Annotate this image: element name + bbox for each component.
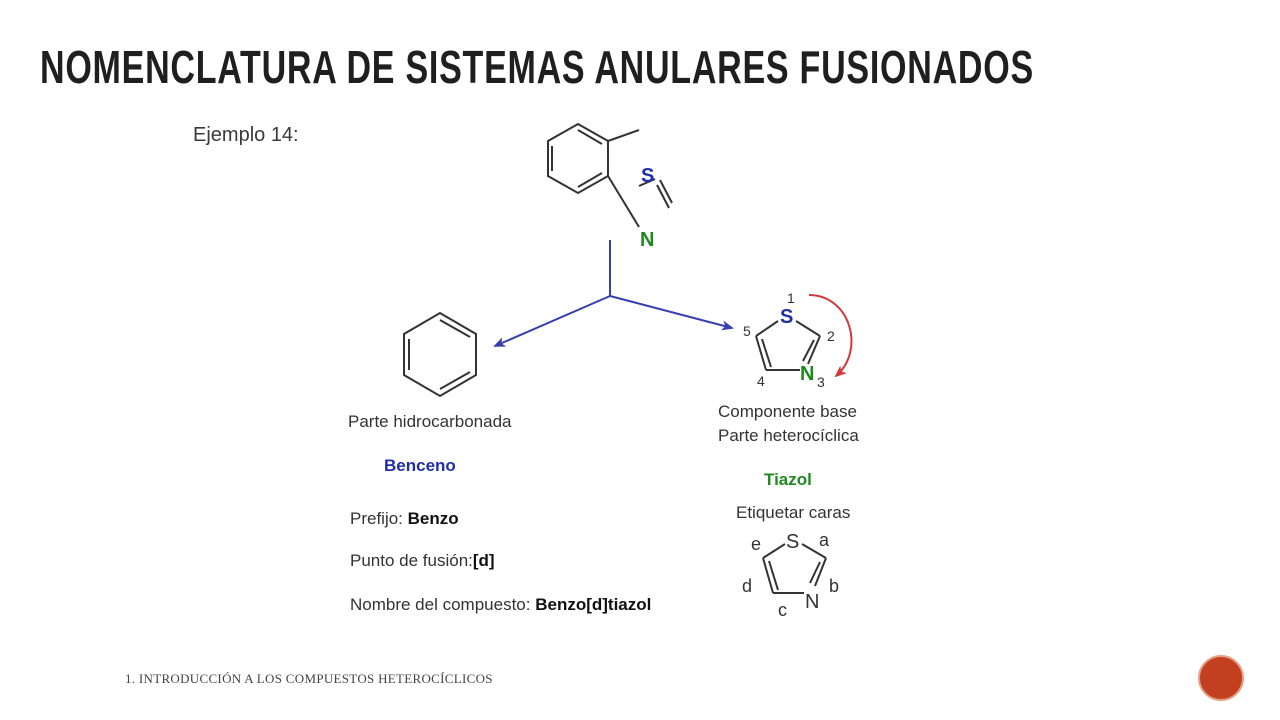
example-label: Ejemplo 14: <box>193 124 299 146</box>
base-component-caption: Componente base <box>718 402 857 421</box>
face-d: d <box>742 576 752 596</box>
ring-number-1: 1 <box>787 290 795 306</box>
fusion-point-label: Punto de fusión: <box>350 551 473 570</box>
benzene-name: Benceno <box>384 456 456 475</box>
compound-name-line: Nombre del compuesto: Benzo[d]tiazol <box>350 595 651 615</box>
compound-name-label: Nombre del compuesto: <box>350 595 531 614</box>
face-a: a <box>819 530 830 550</box>
faces-sulfur: S <box>786 531 799 553</box>
prefix-value: Benzo <box>407 509 459 528</box>
numbering-arrow <box>808 294 853 378</box>
face-c: c <box>778 600 787 620</box>
page-number-badge <box>1198 655 1244 701</box>
thiazole-name: Tiazol <box>764 470 812 489</box>
hydrocarbon-part-caption: Parte hidrocarbonada <box>348 412 512 431</box>
ring-number-4: 4 <box>757 373 765 389</box>
faces-nitrogen: N <box>805 591 819 613</box>
thiazole-sulfur: S <box>780 306 793 328</box>
ring-number-5: 5 <box>743 323 751 339</box>
benzothiazole-nitrogen: N <box>640 229 654 251</box>
thiazole-numbered-structure <box>755 320 821 371</box>
ring-number-3: 3 <box>817 374 825 390</box>
compound-name-value: Benzo[d]tiazol <box>535 595 652 614</box>
prefix-line: Prefijo: Benzo <box>350 509 459 529</box>
prefix-label: Prefijo: <box>350 509 403 528</box>
heterocyclic-part-caption: Parte heterocíclica <box>718 426 859 445</box>
slide-footer: 1. INTRODUCCIÓN A LOS COMPUESTOS HETEROC… <box>125 671 493 686</box>
benzothiazole-sulfur: S <box>641 165 654 187</box>
thiazole-faces-structure <box>762 543 827 594</box>
fusion-point-value: [d] <box>472 551 495 570</box>
fusion-point-line: Punto de fusión:[d] <box>350 551 495 571</box>
faces-caption: Etiquetar caras <box>736 503 851 522</box>
split-arrows <box>493 240 734 347</box>
benzene-structure <box>403 311 477 398</box>
face-e: e <box>751 534 761 554</box>
face-b: b <box>829 576 839 596</box>
benzothiazole-bond <box>638 178 656 187</box>
ring-number-2: 2 <box>827 328 835 344</box>
structures-drawing: S N S N 1 2 3 4 5 <box>403 122 853 620</box>
benzothiazole-structure <box>547 122 673 228</box>
thiazole-nitrogen: N <box>800 363 814 385</box>
slide-title: NOMENCLATURA DE SISTEMAS ANULARES FUSION… <box>40 41 1034 93</box>
fusion-diagram: S N S N 1 2 3 4 5 <box>193 110 890 630</box>
